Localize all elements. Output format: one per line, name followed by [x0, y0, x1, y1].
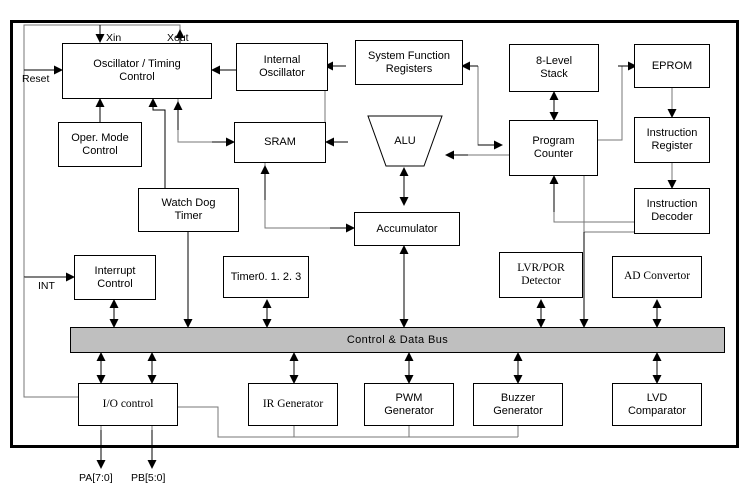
block-interrupt-control[interactable]: Interrupt Control	[74, 255, 156, 300]
signal-label-reset: Reset	[22, 73, 50, 85]
signal-label-pa: PA[7:0]	[79, 472, 113, 484]
block-buzzer-generator[interactable]: Buzzer Generator	[473, 383, 563, 426]
block-oscillator-timing-control[interactable]: Oscillator / Timing Control	[62, 43, 212, 99]
block-accumulator[interactable]: Accumulator	[354, 212, 460, 246]
signal-label-pb: PB[5:0]	[131, 472, 166, 484]
signal-label-int: INT	[38, 280, 55, 292]
block-instruction-register[interactable]: Instruction Register	[634, 117, 710, 163]
chip-boundary	[10, 20, 739, 448]
block-oper-mode-control[interactable]: Oper. Mode Control	[58, 122, 142, 167]
block-program-counter[interactable]: Program Counter	[509, 120, 598, 176]
alu-shape	[367, 115, 443, 167]
block-eprom[interactable]: EPROM	[634, 44, 710, 88]
block-sram[interactable]: SRAM	[234, 122, 326, 163]
signal-label-xout: Xout	[167, 32, 189, 44]
signal-label-xin: Xin	[106, 32, 122, 44]
control-and-data-bus[interactable]: Control & Data Bus	[70, 327, 725, 353]
block-ad-convertor[interactable]: AD Convertor	[612, 256, 702, 298]
block-pwm-generator[interactable]: PWM Generator	[364, 383, 454, 426]
block-8-level-stack[interactable]: 8-Level Stack	[509, 44, 599, 92]
block-instruction-decoder[interactable]: Instruction Decoder	[634, 188, 710, 234]
alu-label: ALU	[394, 135, 416, 147]
block-lvd-comparator[interactable]: LVD Comparator	[612, 383, 702, 426]
block-watch-dog-timer[interactable]: Watch Dog Timer	[138, 188, 239, 232]
block-internal-oscillator[interactable]: Internal Oscillator	[236, 43, 328, 91]
block-alu[interactable]: ALU	[366, 114, 444, 168]
block-ir-generator[interactable]: IR Generator	[248, 383, 338, 426]
block-lvr-por-detector[interactable]: LVR/POR Detector	[499, 252, 583, 298]
block-timers[interactable]: Timer0. 1. 2. 3	[223, 256, 309, 298]
block-io-control[interactable]: I/O control	[78, 383, 178, 426]
block-system-function-registers[interactable]: System Function Registers	[355, 40, 463, 85]
